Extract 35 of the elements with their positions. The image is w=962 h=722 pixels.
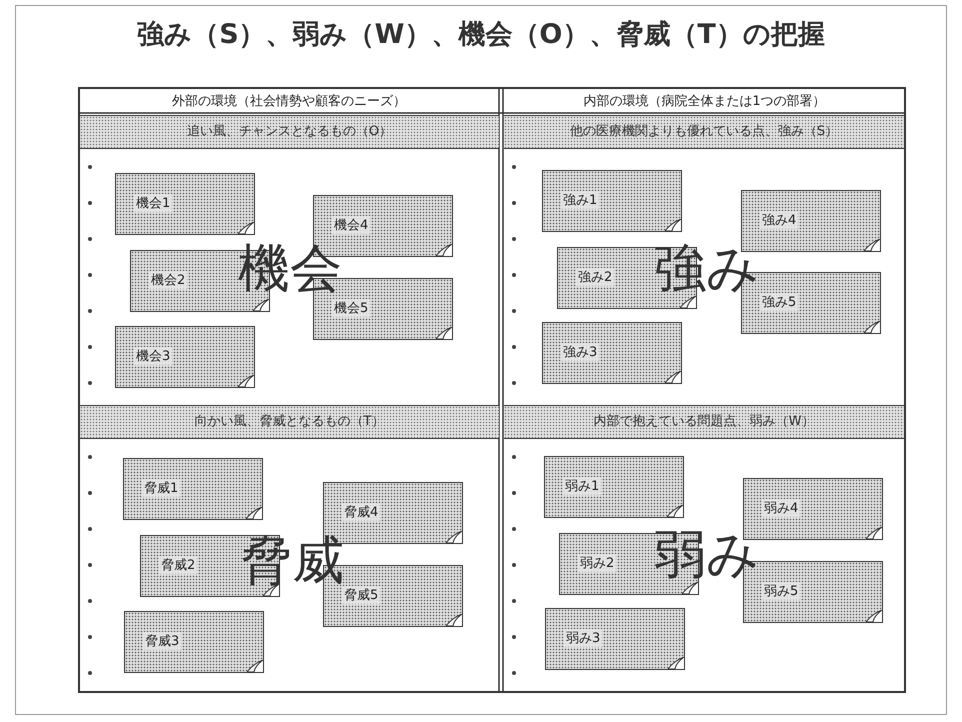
sticky-note [545, 608, 685, 670]
note-label: 脅威5 [342, 586, 380, 604]
sticky-note [124, 611, 264, 673]
note-label: 機会1 [134, 194, 172, 212]
note-label: 強み2 [576, 268, 614, 286]
sticky-note [115, 326, 255, 388]
title: 強み（S）、弱み（W）、機会（O）、脅威（T）の把握 [136, 18, 826, 52]
note-label: 強み5 [760, 293, 798, 311]
note-label: 弱み5 [762, 582, 800, 600]
note-label: 強み3 [561, 343, 600, 361]
note-label: 弱み1 [563, 477, 602, 495]
note-label: 機会2 [149, 271, 188, 289]
note-label: 弱み4 [762, 499, 800, 517]
sticky-note [542, 170, 682, 232]
sticky-note [123, 458, 263, 520]
note-label: 脅威1 [142, 479, 180, 497]
section-band: 他の医療機関よりも優れている点、強み（S） [504, 115, 904, 149]
note-label: 脅威3 [143, 632, 182, 650]
column-heading: 外部の環境（社会情勢や顧客のニーズ） [171, 93, 407, 111]
note-label: 機会4 [332, 216, 370, 234]
note-label: 機会5 [332, 299, 370, 317]
note-label: 強み4 [760, 211, 798, 229]
sticky-note [115, 173, 255, 235]
note-label: 弱み3 [564, 629, 602, 647]
note-label: 機会3 [134, 347, 172, 365]
note-label: 脅威4 [342, 503, 380, 521]
section-band: 向かい風、脅威となるもの（T） [80, 405, 499, 439]
sticky-note [544, 456, 684, 518]
section-band: 内部で抱えている問題点、弱み（W） [504, 405, 904, 439]
note-label: 強み1 [561, 191, 600, 209]
section-band: 追い風、チャンスとなるもの（O） [80, 115, 499, 149]
column-heading: 内部の環境（病院全体または1つの部署） [582, 93, 827, 111]
note-label: 弱み2 [578, 554, 616, 572]
sticky-note [542, 322, 682, 384]
note-label: 脅威2 [159, 556, 198, 574]
